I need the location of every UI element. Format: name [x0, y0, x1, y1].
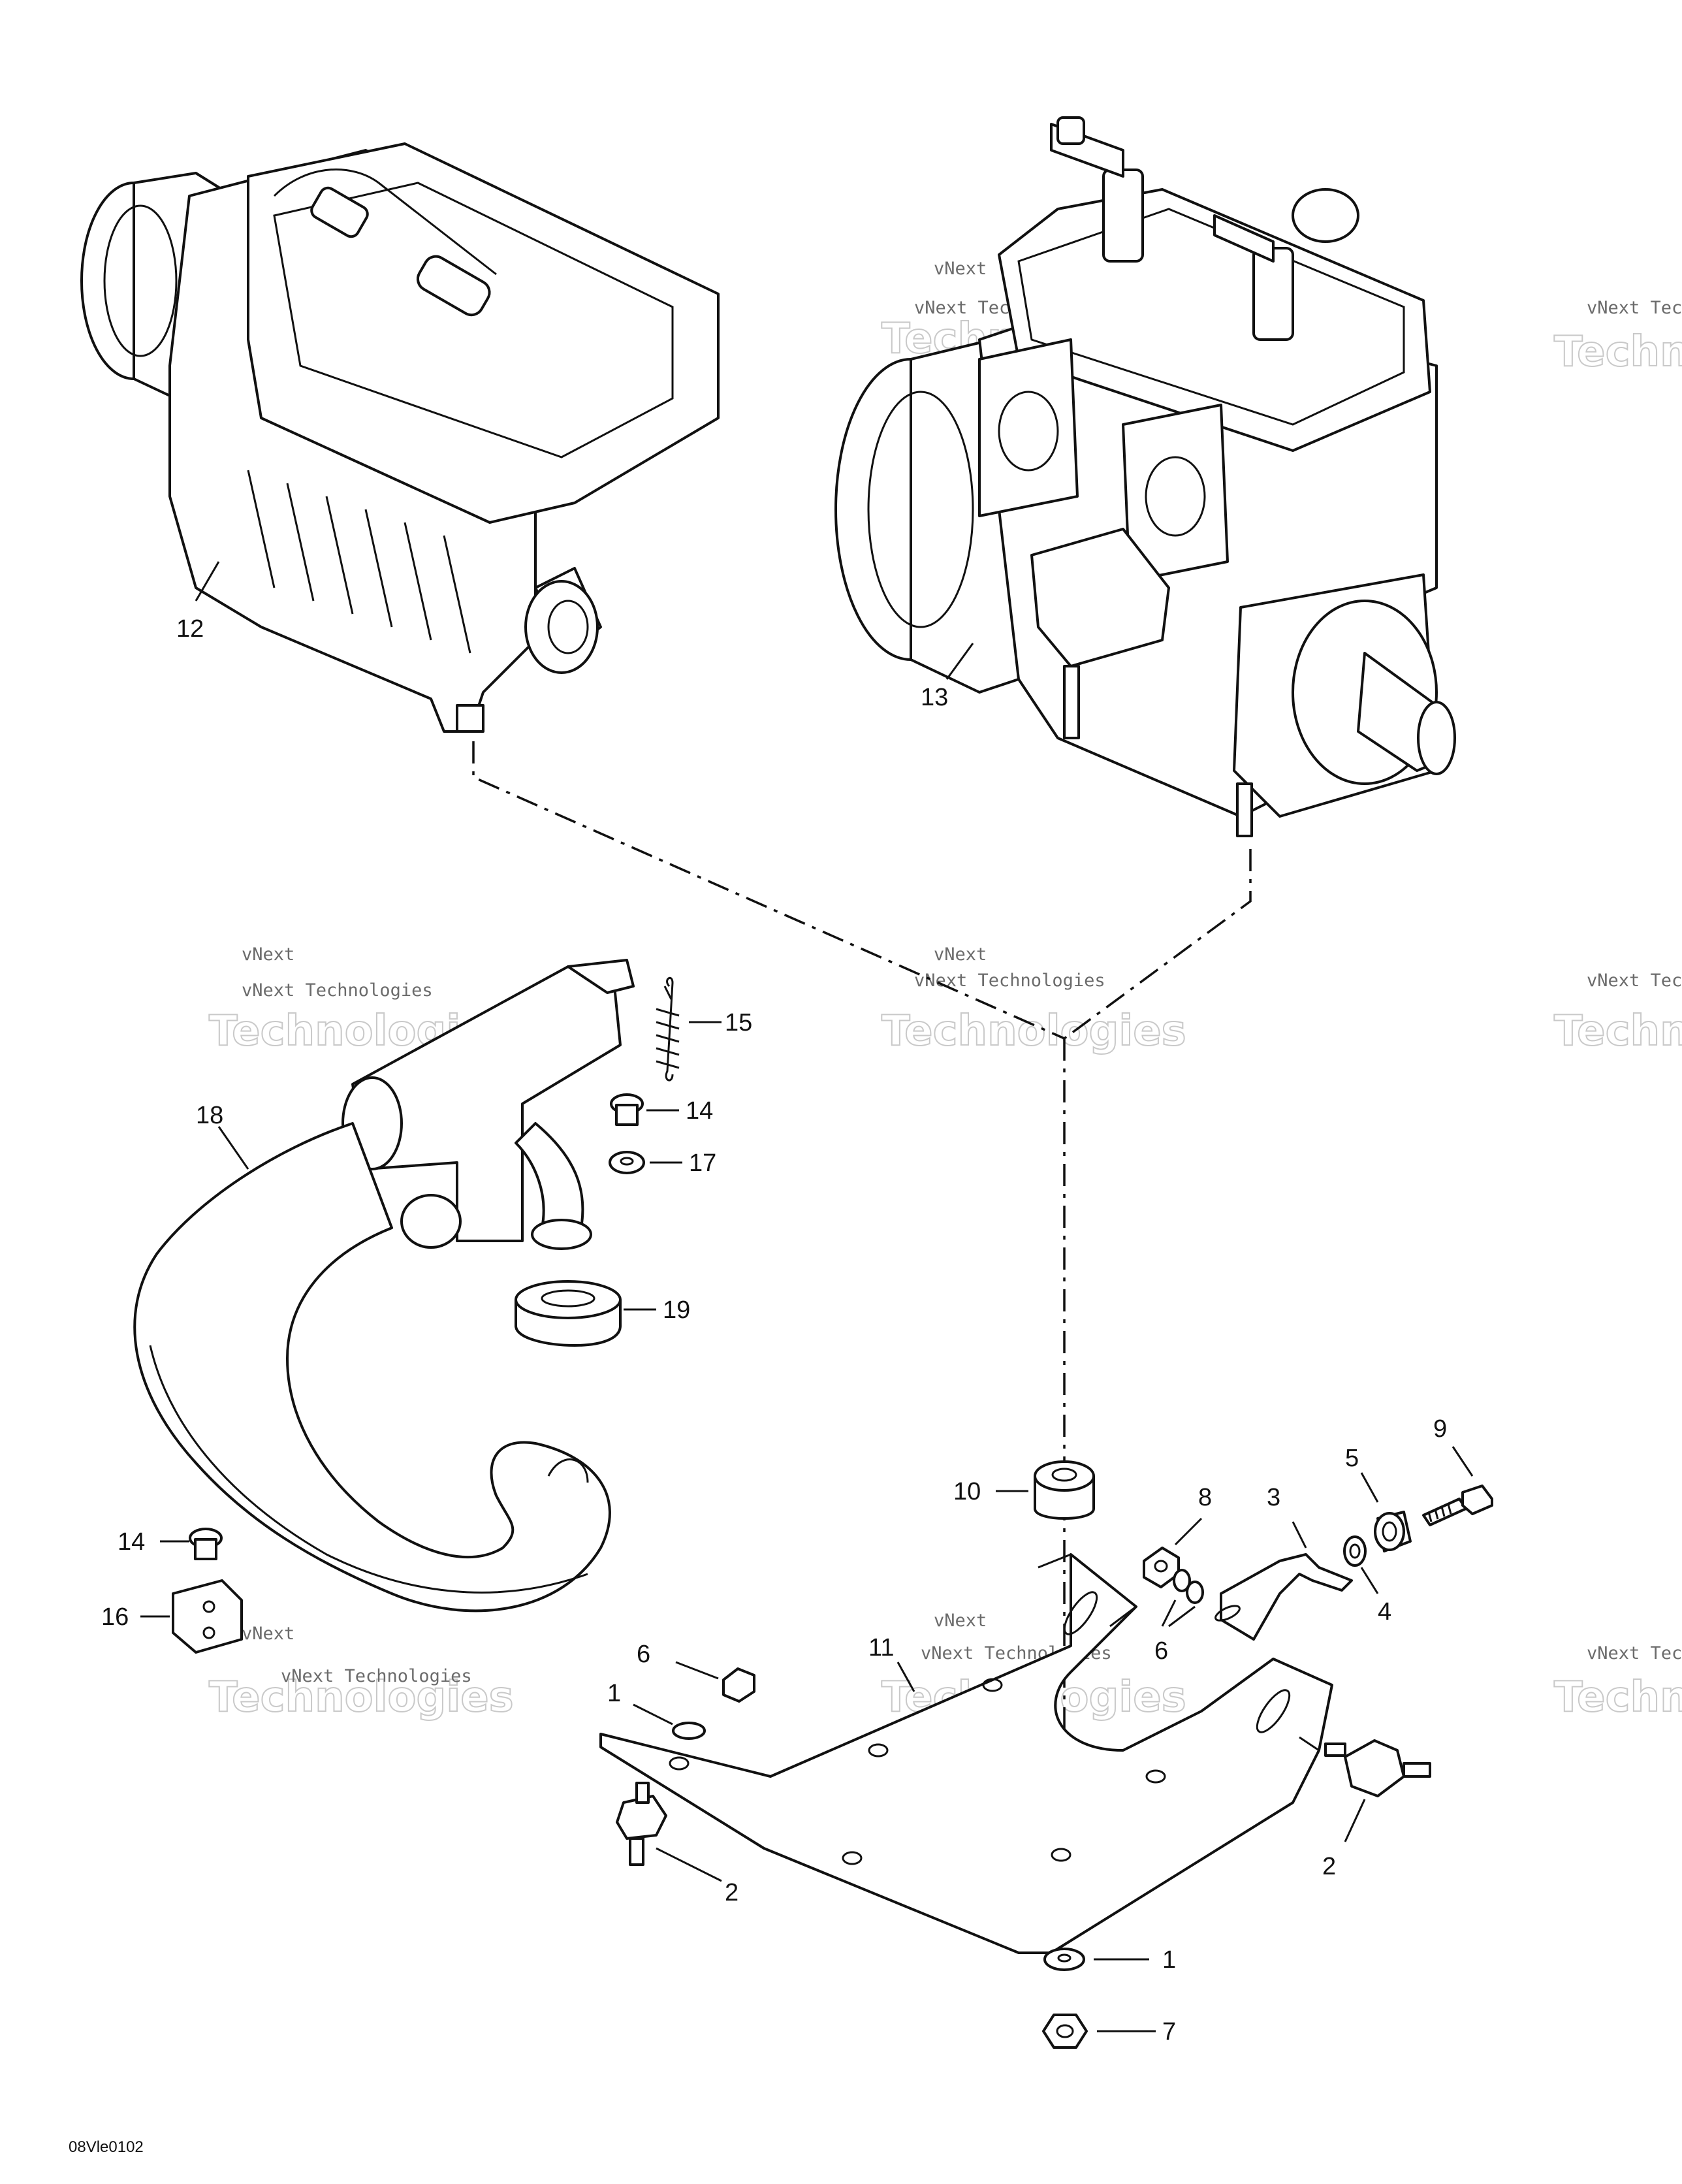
bolt-part-9: 9: [1422, 1415, 1493, 1526]
callout-1b: 1: [1162, 1946, 1176, 1974]
engine-part-13: 13: [834, 116, 1456, 837]
washer-part-1: 1: [607, 1680, 706, 1740]
watermark: Technologies vNext vNext Technologies: [208, 1624, 515, 1722]
mount-plate-part-11: 11: [599, 1553, 1333, 1954]
svg-text:Technologies: Technologies: [1554, 328, 1682, 376]
watermark: Technologies vNext vNext Technologies: [881, 944, 1187, 1056]
callout-10: 10: [953, 1478, 981, 1505]
callout-7: 7: [1162, 2018, 1176, 2046]
callout-19: 19: [663, 1296, 690, 1324]
callout-8: 8: [1198, 1484, 1212, 1511]
svg-text:vNext: vNext: [934, 1611, 987, 1631]
callout-18: 18: [196, 1102, 223, 1129]
svg-text:Technologies: Technologies: [209, 1673, 514, 1722]
svg-text:vNext: vNext: [242, 944, 294, 965]
callout-4: 4: [1378, 1598, 1391, 1626]
rubber-mount-part-2-left: 2: [616, 1782, 738, 1906]
engine-part-12: 12: [80, 142, 720, 733]
grommet-part-19: 19: [515, 1280, 690, 1347]
callout-14b: 14: [118, 1528, 145, 1556]
washer-part-4: 4: [1343, 1535, 1391, 1626]
washer-part-17: 17: [609, 1149, 716, 1177]
exhaust-pipe-part-18: 18: [133, 959, 635, 1613]
svg-text:Technologies: Technologies: [1554, 1007, 1682, 1055]
watermark: Technologies vNext Technologies: [1553, 971, 1682, 1056]
callout-3: 3: [1267, 1484, 1280, 1511]
callout-1a: 1: [607, 1680, 621, 1707]
watermark: Technologies vNext Technologies: [1553, 1643, 1682, 1722]
svg-text:vNext Technologies: vNext Technologies: [1587, 298, 1682, 318]
alignment-lines: [472, 741, 1252, 1848]
nut-part-6: 6: [637, 1641, 755, 1703]
bracket-part-3: 3: [1214, 1484, 1353, 1641]
callout-5: 5: [1345, 1445, 1359, 1472]
svg-text:vNext: vNext: [242, 1624, 294, 1644]
callout-15: 15: [725, 1009, 752, 1036]
svg-text:vNext: vNext: [934, 259, 987, 279]
bushing-part-5: 5: [1345, 1445, 1412, 1552]
svg-text:vNext Technologies: vNext Technologies: [281, 1666, 472, 1686]
washer-part-1-bottom: 1: [1043, 1946, 1176, 1974]
svg-text:vNext Technologies: vNext Technologies: [914, 971, 1105, 991]
callout-6a: 6: [1154, 1637, 1168, 1665]
svg-text:Technologies: Technologies: [881, 1007, 1186, 1055]
nut-part-7: 7: [1042, 2014, 1176, 2049]
svg-text:vNext Technologies: vNext Technologies: [242, 980, 433, 1001]
bolt-part-14: 14: [610, 1093, 713, 1126]
callout-11: 11: [868, 1634, 894, 1662]
callout-13: 13: [921, 684, 948, 711]
bolt-part-14-lower: 14: [118, 1528, 223, 1560]
bracket-part-16: 16: [101, 1579, 243, 1654]
rubber-mount-part-2-right: 2: [1322, 1739, 1431, 1880]
spacer-part-10: 10: [953, 1460, 1095, 1520]
callout-16: 16: [101, 1603, 129, 1631]
callout-14a: 14: [686, 1097, 713, 1125]
svg-text:Technologies: Technologies: [1554, 1673, 1682, 1722]
callout-6b: 6: [637, 1641, 650, 1668]
callout-17: 17: [689, 1149, 716, 1177]
svg-text:vNext: vNext: [934, 944, 987, 965]
lock-washer-part-6: 6: [1154, 1569, 1204, 1665]
callout-12: 12: [176, 615, 204, 643]
diagram-reference-code: 08Vle0102: [69, 2138, 144, 2156]
callout-2b: 2: [1322, 1853, 1336, 1880]
callout-2a: 2: [725, 1879, 738, 1906]
callout-9: 9: [1433, 1415, 1447, 1443]
watermark: Technologies vNext Technologies: [1553, 298, 1682, 377]
svg-text:vNext Technologies: vNext Technologies: [1587, 971, 1682, 991]
spring-part-15: 15: [656, 976, 752, 1082]
svg-text:vNext Technologies: vNext Technologies: [1587, 1643, 1682, 1663]
